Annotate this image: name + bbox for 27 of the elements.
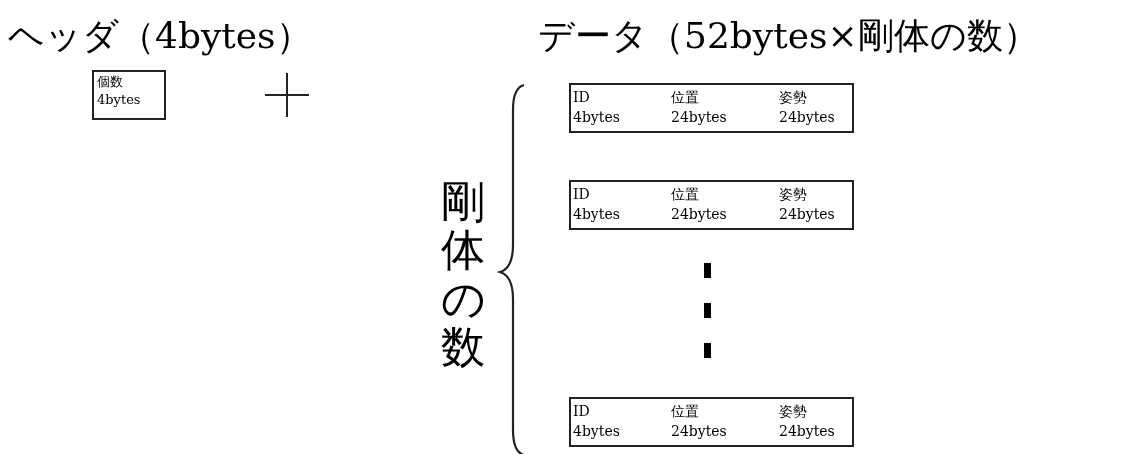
- field-name: ID: [573, 186, 590, 203]
- field-size: 24bytes: [779, 206, 835, 223]
- field-size: 24bytes: [779, 109, 835, 126]
- vertical-label: 剛体の数: [440, 178, 486, 372]
- field-name: 位置: [671, 89, 699, 106]
- field-name: 姿勢: [779, 403, 807, 420]
- field-name: 位置: [671, 403, 699, 420]
- field-size: 4bytes: [573, 109, 620, 126]
- field-name: 姿勢: [779, 89, 807, 106]
- field-box: [92, 70, 166, 120]
- field-name: 姿勢: [779, 186, 807, 203]
- field-size: 4bytes: [573, 206, 620, 223]
- record-box: [569, 83, 854, 133]
- field-name: ID: [573, 403, 590, 420]
- field-size: 24bytes: [671, 206, 727, 223]
- heading: データ（52bytes×剛体の数）: [538, 18, 1039, 54]
- field-size: 4bytes: [97, 93, 141, 108]
- record-box: [569, 397, 854, 447]
- field-name: 個数: [97, 75, 123, 90]
- field-size: 4bytes: [573, 423, 620, 440]
- record-box: [569, 180, 854, 230]
- field-name: ID: [573, 89, 590, 106]
- field-size: 24bytes: [671, 423, 727, 440]
- field-name: 位置: [671, 186, 699, 203]
- heading: ヘッダ（4bytes）: [8, 18, 312, 54]
- field-size: 24bytes: [779, 423, 835, 440]
- field-size: 24bytes: [671, 109, 727, 126]
